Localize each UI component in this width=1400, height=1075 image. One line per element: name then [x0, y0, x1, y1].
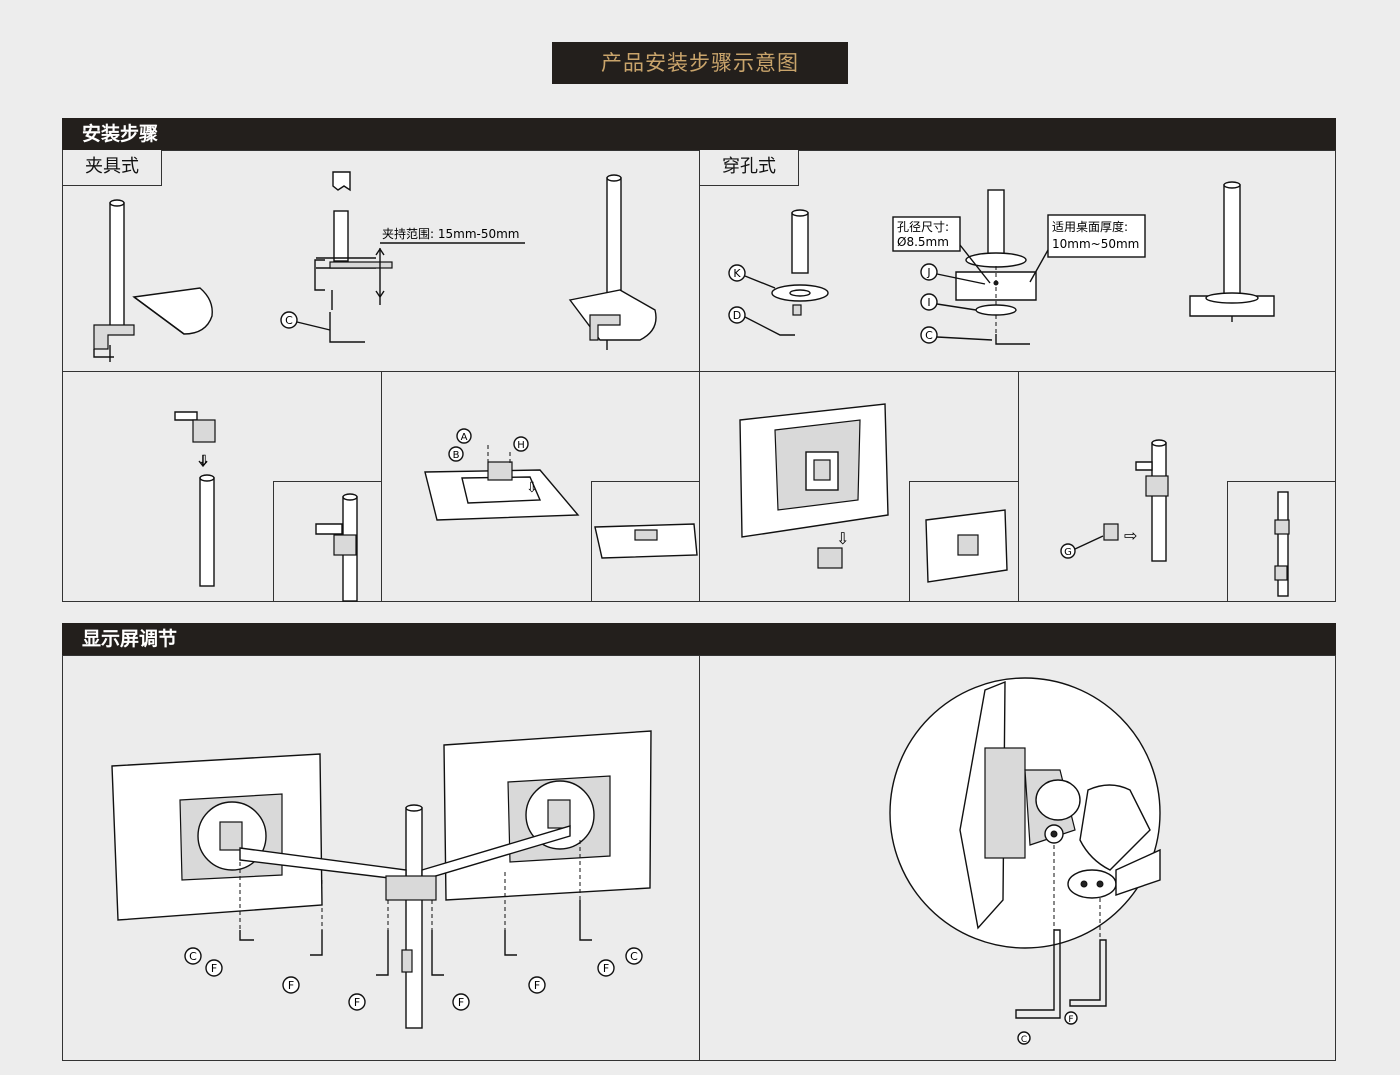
- section-title-install: 安装步骤: [82, 123, 159, 145]
- part-label-h: H: [517, 440, 525, 451]
- part-label-c-tilt: C: [1021, 1035, 1027, 1045]
- clamp-installed-on-desk: [568, 174, 657, 350]
- part-label-g: G: [1064, 547, 1072, 558]
- grommet-pole-parts: K D: [728, 209, 829, 336]
- part-label-d: D: [733, 309, 741, 322]
- part-label-j: J: [926, 266, 930, 279]
- inset-arm-mounted: [273, 481, 382, 602]
- down-arrow-icon: ⇩: [198, 453, 210, 469]
- vesa-plate-assembly: A B H ⇩: [424, 428, 698, 559]
- down-arrow-icon: ⇩: [836, 529, 849, 548]
- clamp-pole-step1: [93, 199, 135, 362]
- part-label-i: I: [927, 296, 930, 309]
- part-label-c-left: C: [189, 950, 197, 963]
- tab-clamp: 夹具式: [62, 150, 162, 186]
- part-label-c: C: [285, 314, 293, 327]
- hole-size-value: Ø8.5mm: [897, 235, 949, 249]
- page-title: 产品安装步骤示意图: [552, 42, 848, 84]
- grommet-installed: [1189, 181, 1275, 322]
- right-arrow-icon: ⇨: [1124, 526, 1137, 545]
- section-title-adjust: 显示屏调节: [82, 628, 178, 650]
- part-label-f-4: F: [458, 996, 464, 1009]
- tab-grommet: 穿孔式: [699, 150, 799, 186]
- part-label-b: B: [453, 450, 460, 461]
- cable-clip-step: ⇨ G: [1060, 439, 1290, 597]
- desk-half-round: [132, 287, 213, 335]
- section-bar-install: 安装步骤: [62, 118, 1336, 150]
- part-label-c-grommet: C: [925, 329, 933, 342]
- part-label-c-right: C: [630, 950, 638, 963]
- desk-thickness-value: 10mm~50mm: [1052, 237, 1139, 251]
- part-label-f-tilt: F: [1068, 1015, 1073, 1025]
- part-label-f-6: F: [603, 962, 609, 975]
- part-label-f-3: F: [354, 996, 360, 1009]
- clamp-range-diagram: 夹持范围: 15mm-50mm C: [280, 171, 525, 343]
- part-label-f-1: F: [211, 962, 217, 975]
- clamp-range-label: 夹持范围: 15mm-50mm: [382, 226, 520, 241]
- down-arrow-icon: ⇩: [526, 480, 538, 496]
- part-label-a: A: [461, 432, 468, 443]
- tilt-detail-zoom: C F: [889, 677, 1161, 1045]
- part-label-f-5: F: [534, 979, 540, 992]
- section-bar-adjust: 显示屏调节: [62, 623, 1336, 655]
- part-label-k: K: [733, 267, 741, 280]
- hole-size-label: 孔径尺寸:: [897, 220, 949, 234]
- grommet-hole-diagram: 孔径尺寸: Ø8.5mm 适用桌面厚度: 10mm~50mm J I C: [892, 189, 1146, 345]
- monitor-attach: ⇩: [739, 403, 1008, 583]
- dual-monitor-part-labels: C F F F F F F C: [184, 947, 643, 1011]
- part-label-f-2: F: [288, 979, 294, 992]
- desk-thickness-label: 适用桌面厚度:: [1052, 219, 1128, 234]
- arm-onto-pole: ⇩: [174, 411, 358, 602]
- dual-monitor-arm: [111, 730, 652, 1029]
